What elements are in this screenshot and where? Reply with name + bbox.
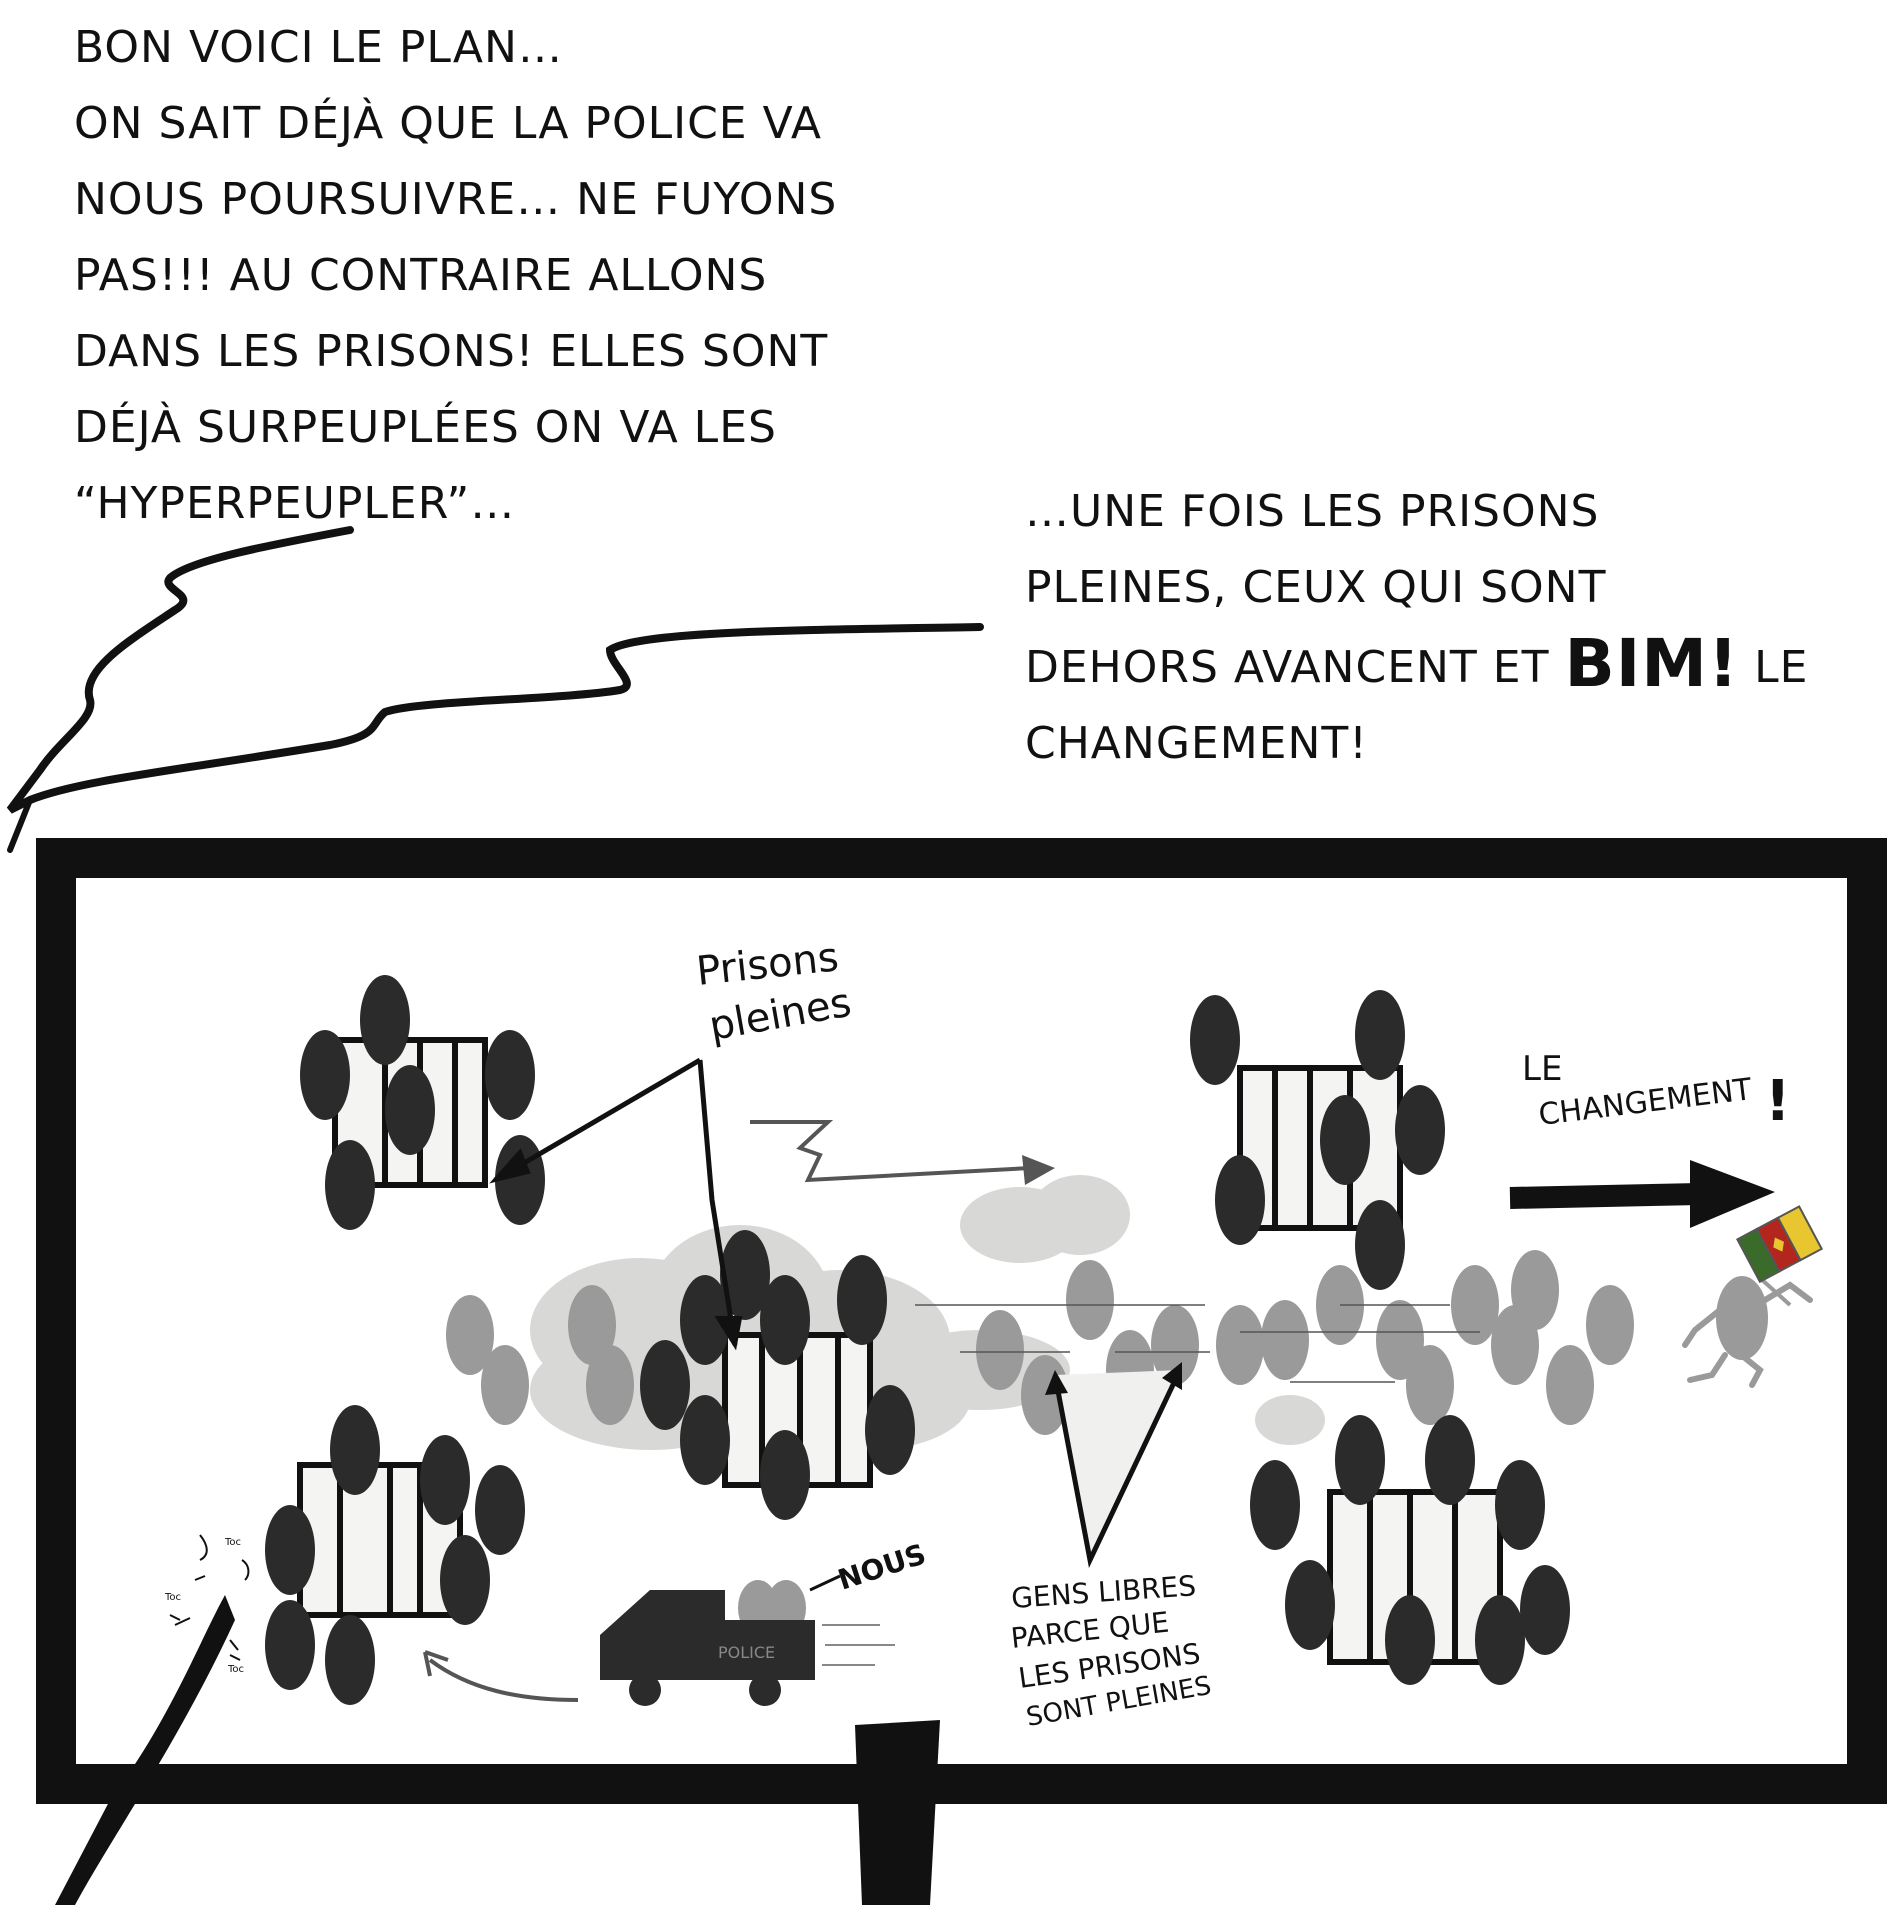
running-figure bbox=[1682, 1276, 1813, 1388]
prison-cell-bottom-left bbox=[265, 1405, 525, 1705]
arrow-change-head bbox=[1690, 1160, 1775, 1228]
knock-lines bbox=[169, 1534, 250, 1661]
prison-cell-center bbox=[640, 1230, 915, 1520]
board-stand bbox=[855, 1720, 940, 1905]
caption-change: …UNE FOIS LES PRISONS PLEINES, CEUX QUI … bbox=[1025, 474, 1885, 782]
flag-icon bbox=[1736, 1205, 1824, 1284]
arrow-free-people bbox=[1052, 1368, 1183, 1569]
speech-tail bbox=[6, 526, 984, 814]
arrow-van-to-prison bbox=[428, 1658, 579, 1702]
label-change-mark: ! bbox=[1765, 1069, 1791, 1134]
knock-marks: Toc Toc Toc bbox=[164, 1537, 244, 1675]
speech-tail-end bbox=[7, 797, 33, 853]
arrow-free-left-head bbox=[1045, 1370, 1068, 1395]
arrow-zigzag bbox=[750, 1120, 1031, 1183]
prison-cell-bottom-right bbox=[1250, 1415, 1570, 1685]
arrow-prisons-down bbox=[697, 1059, 738, 1346]
arrow-van-to-prison-head bbox=[423, 1650, 449, 1677]
arrow-prisons-left bbox=[493, 1057, 702, 1183]
label-change-line1: LE bbox=[1522, 1049, 1562, 1089]
toc-text-3: Toc bbox=[227, 1664, 244, 1675]
caption-bim: BIM! bbox=[1564, 625, 1740, 702]
toc-text-2: Toc bbox=[164, 1592, 181, 1603]
caption-plan: BON VOICI LE PLAN… ON SAIT DÉJÀ QUE LA P… bbox=[74, 22, 838, 529]
arrow-zigzag-head bbox=[1022, 1155, 1055, 1185]
prison-cell-top-left bbox=[300, 975, 545, 1230]
prison-cell-top-right bbox=[1190, 990, 1445, 1290]
motion-lines bbox=[915, 1304, 1480, 1383]
caption-change-part1: …UNE FOIS LES PRISONS PLEINES, CEUX QUI … bbox=[1025, 486, 1607, 693]
arrow-prisons-left-head bbox=[489, 1148, 531, 1184]
arrow-nous bbox=[809, 1574, 841, 1592]
pointer-stick bbox=[55, 1595, 235, 1905]
arrow-free-right-head bbox=[1162, 1362, 1182, 1390]
caption-change-part2: LE CHANGEMENT! bbox=[1025, 642, 1809, 769]
police-van: POLICE bbox=[600, 1580, 895, 1706]
toc-text-1: Toc bbox=[224, 1537, 241, 1548]
police-text: POLICE bbox=[718, 1643, 775, 1662]
arrow-prisons-down-head bbox=[714, 1316, 743, 1351]
arrow-change bbox=[1509, 1183, 1701, 1209]
